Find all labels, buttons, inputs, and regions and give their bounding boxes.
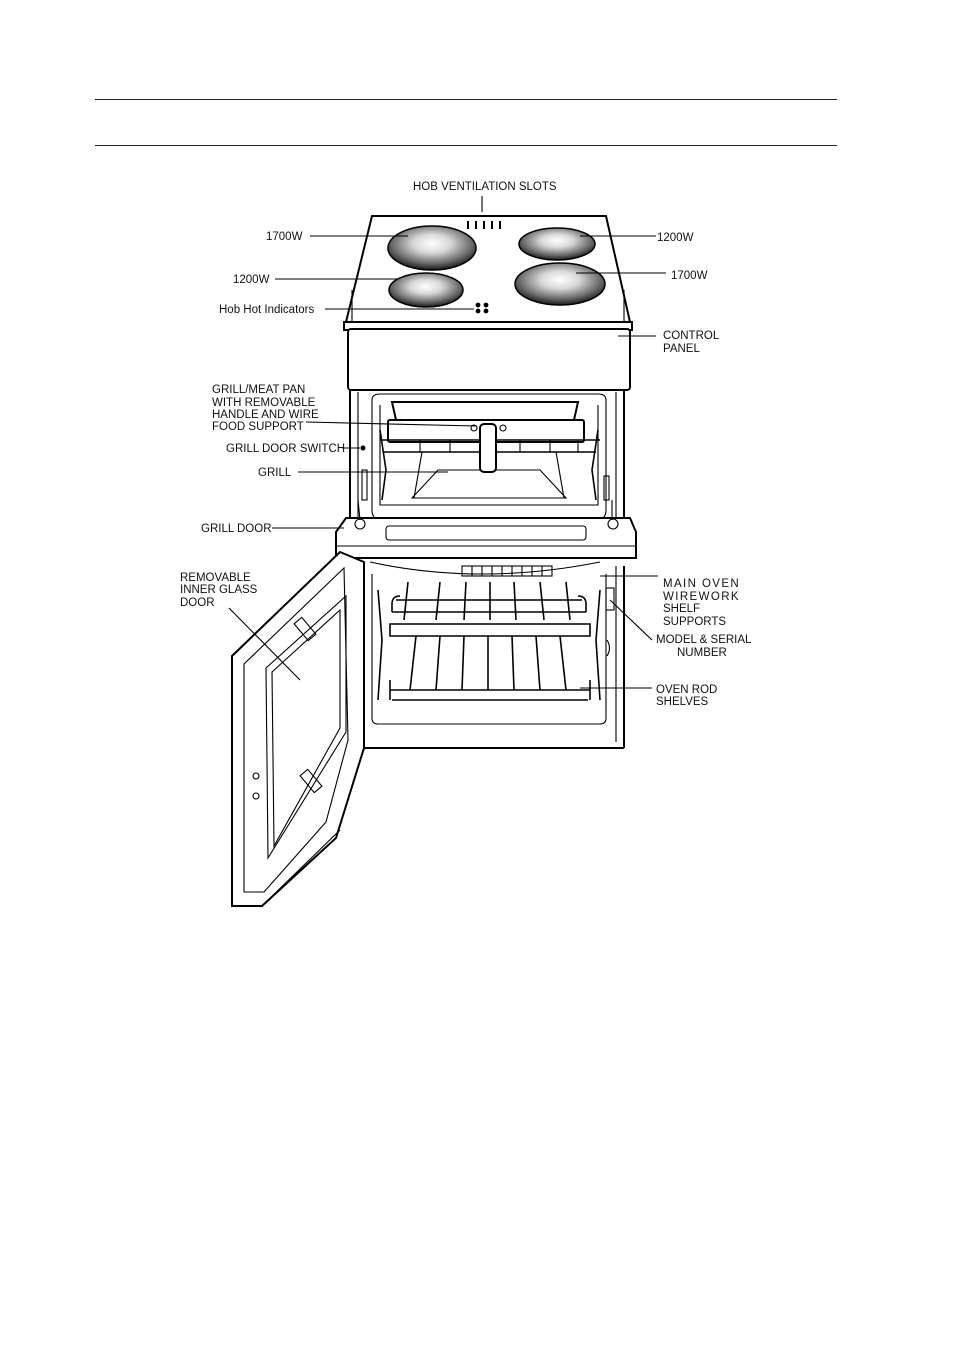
hotplate-right-rear <box>518 227 596 261</box>
upper-shelf <box>391 581 587 621</box>
ventilation-slots <box>467 221 501 229</box>
label-oven-rod-2: SHELVES <box>656 696 709 708</box>
label-grill-door-switch: GRILL DOOR SWITCH <box>226 443 345 455</box>
grill-door <box>335 499 637 559</box>
label-inner-glass-3: DOOR <box>180 597 215 609</box>
main-oven <box>369 561 607 725</box>
label-right-rear-plate: 1200W <box>657 232 694 244</box>
label-inner-glass-1: REMOVABLE <box>180 572 251 584</box>
label-grill-door: GRILL DOOR <box>201 523 272 535</box>
label-model-serial-1: MODEL & SERIAL <box>656 634 752 646</box>
hotplate-left-rear <box>387 225 477 271</box>
hob <box>344 215 632 323</box>
main-oven-door <box>231 550 365 907</box>
callout-labels: HOB VENTILATION SLOTS 1700W 1200W 1200W … <box>180 181 752 708</box>
label-grill: GRILL <box>258 467 292 479</box>
grill-door-switch-dot <box>360 445 366 451</box>
model-serial-plate <box>605 587 615 611</box>
label-hob-hot-indicators: Hob Hot Indicators <box>219 304 314 316</box>
label-grill-pan-1: GRILL/MEAT PAN <box>212 384 305 396</box>
grill-pan <box>379 401 600 501</box>
hotplate-right-front <box>514 262 606 306</box>
label-grill-pan-2: WITH REMOVABLE <box>212 397 316 409</box>
header-rule-bottom <box>95 145 837 146</box>
lower-shelf <box>389 623 591 701</box>
header-rule-top <box>95 99 837 100</box>
control-panel <box>343 321 633 391</box>
label-shelf-supports-1: MAIN OVEN <box>663 578 740 590</box>
label-grill-pan-4: FOOD SUPPORT <box>212 421 304 433</box>
label-right-front-plate: 1700W <box>671 270 708 282</box>
label-hob-ventilation-slots: HOB VENTILATION SLOTS <box>413 181 557 193</box>
label-left-front-plate: 1200W <box>233 274 270 286</box>
hotplate-left-front <box>388 272 464 308</box>
grill-compartment <box>360 393 610 521</box>
label-control-panel-1: CONTROL <box>663 330 720 342</box>
label-shelf-supports-2: WIREWORK <box>663 591 740 603</box>
label-shelf-supports-4: SUPPORTS <box>663 616 726 628</box>
label-control-panel-2: PANEL <box>663 343 700 355</box>
leader-lines <box>228 196 666 689</box>
label-left-rear-plate: 1700W <box>266 231 303 243</box>
label-model-serial-2: NUMBER <box>677 647 727 659</box>
label-oven-rod-1: OVEN ROD <box>656 684 717 696</box>
hob-hot-indicator-lights <box>475 302 489 314</box>
label-shelf-supports-3: SHELF <box>663 603 700 615</box>
label-grill-pan-3: HANDLE AND WIRE <box>212 409 319 421</box>
label-inner-glass-2: INNER GLASS <box>180 584 258 596</box>
grill-pan-handle <box>479 423 497 473</box>
